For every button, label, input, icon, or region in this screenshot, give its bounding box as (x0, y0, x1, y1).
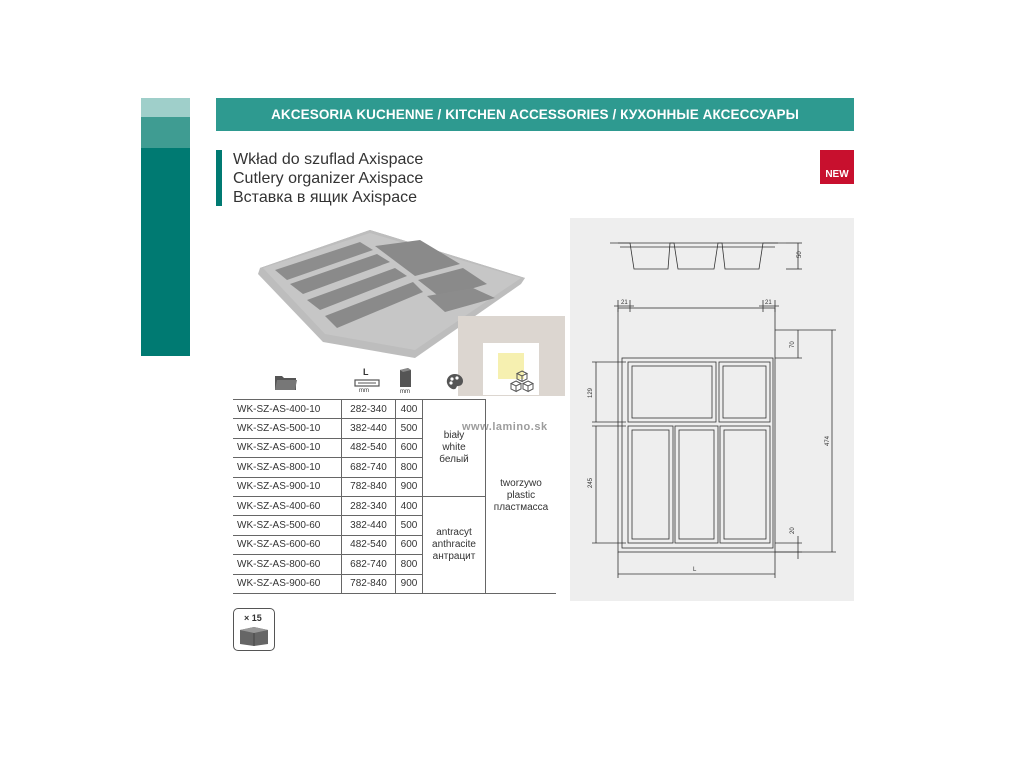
depth-value: 600 (395, 438, 423, 459)
table-row: WK-SZ-AS-400-60 282-340 400 antracyt ant… (233, 496, 556, 594)
new-badge: NEW (820, 150, 854, 184)
package-box (233, 608, 275, 651)
side-accent-dark (141, 148, 190, 356)
product-title-en: Cutlery organizer Axispace (233, 170, 424, 187)
depth-value: 400 (395, 398, 423, 420)
product-code: WK-SZ-AS-400-60 (233, 496, 342, 517)
dim-height: 50 (797, 251, 803, 258)
depth-value: 500 (395, 418, 423, 439)
dim-total: 474 (825, 435, 831, 446)
dim-width: L (693, 567, 697, 573)
width-range: 282-340 (341, 496, 396, 517)
width-range: 782-840 (341, 574, 396, 594)
width-range: 482-540 (341, 535, 396, 556)
dim-top: 70 (790, 341, 796, 348)
product-code: WK-SZ-AS-600-60 (233, 535, 342, 556)
category-header: AKCESORIA KUCHENNE / KITCHEN ACCESSORIES… (216, 98, 854, 131)
product-title-ru: Вставка в ящик Axispace (233, 189, 417, 206)
width-range: 682-740 (341, 554, 396, 575)
product-titles: Wkład do szuflad Axispace Cutlery organi… (233, 150, 423, 207)
depth-value: 800 (395, 554, 423, 575)
color-cell-white: biały white белый (422, 399, 486, 497)
product-code: WK-SZ-AS-400-10 (233, 398, 342, 420)
material-cell: tworzywo plastic пластмасса (485, 399, 556, 594)
width-icon: L mm (354, 367, 380, 397)
table-row: WK-SZ-AS-900-60 782-840 900 (233, 574, 556, 594)
depth-icon-unit: mm (400, 389, 410, 395)
dim-front: 129 (588, 387, 594, 398)
depth-value: 800 (395, 457, 423, 478)
product-code: WK-SZ-AS-500-60 (233, 515, 342, 536)
width-range: 282-340 (341, 398, 396, 420)
color-white-ru: белый (439, 453, 469, 465)
product-code: WK-SZ-AS-600-10 (233, 438, 342, 459)
color-white-en: white (442, 441, 466, 453)
product-code: WK-SZ-AS-900-60 (233, 574, 342, 594)
width-range: 382-440 (341, 418, 396, 439)
color-anthracite-pl: antracyt (436, 526, 472, 538)
depth-value: 400 (395, 496, 423, 517)
spec-table: WK-SZ-AS-400-10 282-340 400 biały white … (233, 398, 556, 594)
color-palette-icon (446, 374, 463, 390)
table-row: WK-SZ-AS-500-10 382-440 500 (233, 418, 556, 439)
product-code: WK-SZ-AS-800-60 (233, 554, 342, 575)
dim-side-left: 21 (621, 300, 628, 306)
width-range: 482-540 (341, 438, 396, 459)
depth-value: 900 (395, 574, 423, 594)
table-row: WK-SZ-AS-400-10 282-340 400 biały white … (233, 398, 556, 594)
new-badge-label: NEW (825, 169, 849, 180)
width-range: 382-440 (341, 515, 396, 536)
product-code: WK-SZ-AS-500-10 (233, 418, 342, 439)
color-cell-anthracite: antracyt anthracite антрацит (422, 496, 486, 594)
side-accent-mid (141, 117, 190, 148)
table-row: WK-SZ-AS-800-10 682-740 800 (233, 457, 556, 478)
product-title-pl: Wkład do szuflad Axispace (233, 151, 424, 168)
category-title: AKCESORIA KUCHENNE / KITCHEN ACCESSORIES… (271, 107, 799, 122)
table-row: WK-SZ-AS-600-60 482-540 600 (233, 535, 556, 556)
width-range: 682-740 (341, 457, 396, 478)
depth-value: 500 (395, 515, 423, 536)
product-code: WK-SZ-AS-800-10 (233, 457, 342, 478)
color-white-pl: biały (443, 429, 465, 441)
depth-value: 600 (395, 535, 423, 556)
dim-side-right: 21 (765, 300, 772, 306)
width-icon-unit: mm (359, 388, 369, 394)
product-code: WK-SZ-AS-900-10 (233, 477, 342, 497)
material-pl: tworzywo (500, 478, 542, 490)
material-en: plastic (506, 490, 536, 502)
table-row: WK-SZ-AS-600-10 482-540 600 (233, 438, 556, 459)
width-icon-label: L (363, 367, 369, 377)
table-row: WK-SZ-AS-800-60 682-740 800 (233, 554, 556, 575)
column-icons: L mm mm (234, 367, 560, 399)
depth-value: 900 (395, 477, 423, 497)
width-arrow-icon (354, 379, 380, 387)
package-quantity: × 15 (244, 613, 262, 623)
depth-icon: mm (398, 367, 414, 397)
technical-drawing: 50 21 21 70 129 245 20 474 L (588, 242, 836, 578)
material-ru: пластмасса (493, 502, 549, 514)
package-icon (240, 627, 268, 646)
table-row: WK-SZ-AS-900-10 782-840 900 (233, 477, 556, 497)
width-range: 782-840 (341, 477, 396, 497)
material-cubes-icon (510, 370, 534, 393)
folder-icon (275, 376, 297, 390)
title-marker (216, 150, 222, 206)
table-row: WK-SZ-AS-500-60 382-440 500 (233, 515, 556, 536)
color-anthracite-en: anthracite (432, 538, 476, 550)
dim-back: 245 (588, 477, 594, 488)
dim-bottom: 20 (790, 527, 796, 534)
color-anthracite-ru: антрацит (432, 550, 476, 562)
side-accent-light (141, 98, 190, 117)
depth-box-icon (400, 368, 411, 387)
